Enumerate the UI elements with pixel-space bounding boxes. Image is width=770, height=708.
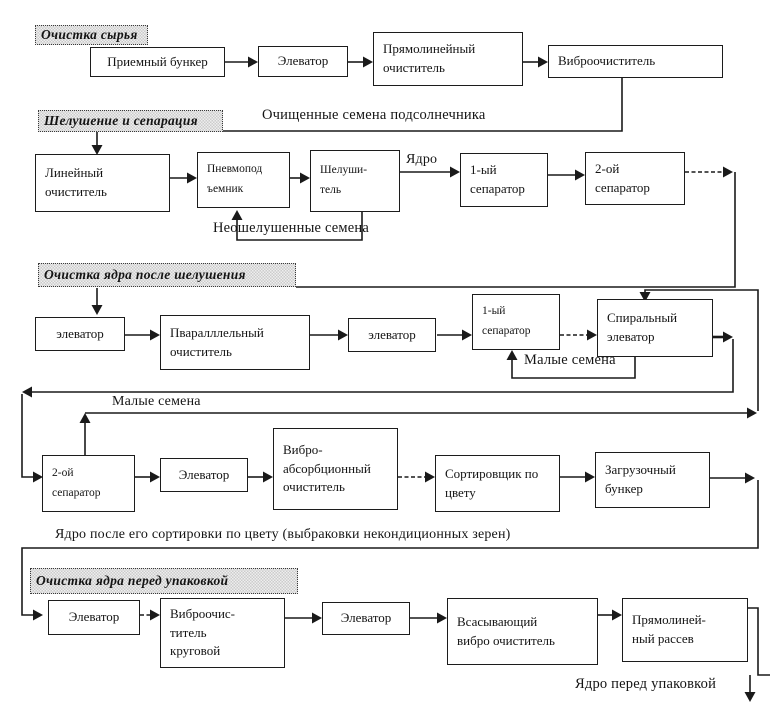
node-elevator-6: Элеватор [322,602,410,635]
arrowhead [91,145,103,155]
arrowhead [639,292,651,302]
label-kernel-before-packing: Ядро перед упаковкой [575,676,717,692]
arrowhead [425,471,435,483]
arrowhead [744,692,756,702]
node-separator-1: 1-ый сепаратор [460,153,548,207]
section-header-prepack-cleaning: Очистка ядра перед упаковкой [30,568,298,594]
arrowhead [312,612,322,624]
arrowhead [248,56,258,68]
arrowhead [33,471,43,483]
arrowhead [462,329,472,341]
arrowhead [22,386,32,398]
node-straight-cleaner: Прямолинейный очиститель [373,32,523,86]
node-separator-1b: 1-ый сепаратор [472,294,560,350]
arrowhead [33,609,43,621]
arrowhead [723,166,733,178]
arrowhead [150,329,160,341]
node-elevator-2: элеватор [35,317,125,351]
node-huller: Шелуши- тель [310,150,400,212]
edge-vibrocleaner-to-section2 [223,78,623,132]
section-header-hulling-separation: Шелушение и сепарация [38,110,223,132]
arrowhead [587,329,597,341]
arrowhead [437,612,447,624]
section-header-raw-cleaning: Очистка сырья [35,25,148,45]
label-cleaned-seeds: Очищенные семена подсолнечника [262,107,486,123]
label-unhulled-seeds: Неошелушенные семена [213,220,370,236]
arrowhead [538,56,548,68]
arrowhead [187,172,197,184]
node-color-sorter: Сортировщик по цвету [435,455,560,512]
edge-small-seeds-return-line [31,339,734,393]
node-vibro-absorption-cleaner: Вибро- абсорбционный очиститель [273,428,398,510]
label-kernel-after-color-sorting: Ядро после его сортировки по цвету (выбр… [55,527,511,542]
arrowhead [263,471,273,483]
arrowhead [506,350,518,360]
node-separator-2b: 2-ой сепаратор [42,455,135,512]
edge-row4-to-section4 [21,480,759,616]
section-header-kernel-cleaning: Очистка ядра после шелушения [38,263,296,287]
node-elevator-5: Элеватор [48,600,140,635]
arrowhead [79,413,91,423]
edge-left-down-to-separator2b [21,394,35,478]
arrowhead [150,471,160,483]
label-small-seeds-return: Малые семена [112,394,201,409]
arrowhead [300,172,310,184]
label-kernel: Ядро [406,152,438,167]
arrowhead [612,609,622,621]
edge-row2-to-section3 [296,172,736,288]
arrowhead [747,407,757,419]
node-circular-vibro-cleaner: Виброочис- титель круговой [160,598,285,668]
arrowhead [91,305,103,315]
node-suction-vibro-cleaner: Всасывающий вибро очиститель [447,598,598,665]
edge-output-to-packing [748,607,770,676]
label-small-seeds-loop: Малые семена [524,352,616,368]
arrowhead [231,210,243,220]
node-loading-hopper: Загрузочный бункер [595,452,710,508]
arrowhead [745,472,755,484]
node-elevator-4: Элеватор [160,458,248,492]
edge-unhulled-seeds-loop [236,212,363,241]
arrowhead [450,166,460,178]
arrowhead [363,56,373,68]
node-elevator-3: элеватор [348,318,436,352]
node-pneumatic-lifter: Пневмопод ъемник [197,152,290,208]
node-receiving-hopper: Приемный бункер [90,47,225,77]
node-vibro-cleaner: Виброочиститель [548,45,723,78]
node-elevator-1: Элеватор [258,46,348,77]
arrowhead [585,471,595,483]
node-straight-sifter: Прямолиней- ный рассев [622,598,748,662]
arrowhead [150,609,160,621]
node-linear-cleaner: Линейный очиститель [35,154,170,212]
edge-small-seeds-loop [511,357,636,379]
arrowhead [723,331,733,343]
node-parallel-cleaner: Пваралллельный очиститель [160,315,310,370]
arrowhead [338,329,348,341]
arrowhead [575,169,585,181]
node-spiral-elevator: Спиральный элеватор [597,299,713,357]
node-separator-2: 2-ой сепаратор [585,152,685,205]
